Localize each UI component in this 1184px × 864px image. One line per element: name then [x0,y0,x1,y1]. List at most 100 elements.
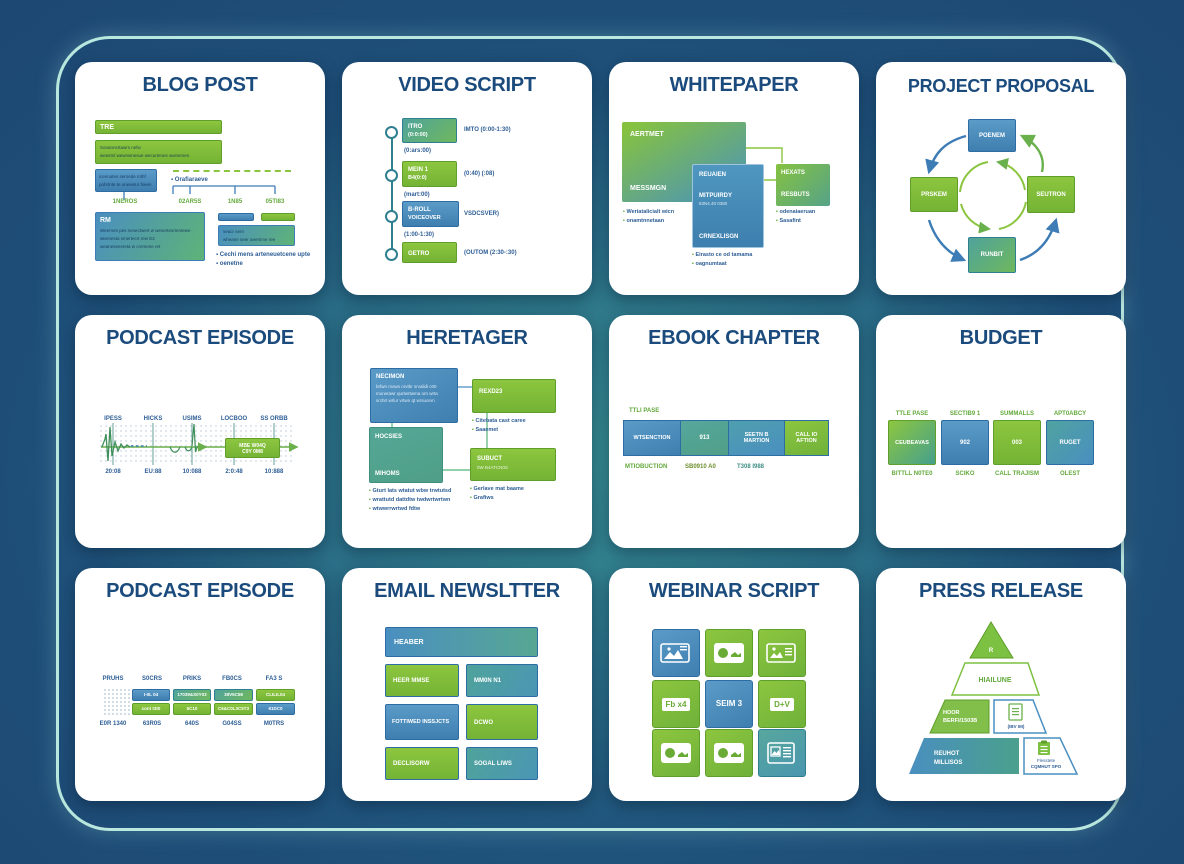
cell-label: HEER MMSE [393,678,430,684]
card-title: EBOOK CHAPTER [648,327,820,349]
grid-pill: 5C10 [173,703,211,715]
card-title: PODCAST EPISODE [106,327,294,349]
box-label: SEUTRON [1036,191,1066,198]
segment-call-to-action: CALL IO AFTION [784,421,828,455]
box-b-top-label: REUAIEN [699,172,727,178]
connector-lines [746,147,783,181]
timeline-node [385,248,398,261]
card-ebook-chapter[interactable]: EBOOK CHAPTER TTLI PASE WTSENCTION 913 S… [609,315,859,548]
discussion-block: DECLISORW [385,747,459,780]
card-title: BLOG POST [142,74,258,96]
timestamp-label: 20:08 [105,469,121,475]
cycle-arrows [925,134,1060,262]
card-webinar-script[interactable]: WEBINAR SCRIPT [609,568,859,801]
above-label: SECTIB9 1 [949,411,981,417]
card-video-script[interactable]: VIDEO SCRIPT ITRO (0:0:00) (0:ars:00) IM… [342,62,592,295]
bullet: Weriatalicialt wicn [623,209,674,216]
step-box-broll: B-ROLL VOICEOVER [402,201,459,227]
marker-line: C9Y 0M8 [242,449,263,455]
card-whitepaper[interactable]: WHITEPAPER AERTMET MESSMGN REUAIEN MITPU… [609,62,859,295]
header-label: HEABER [394,639,424,646]
card-title: WEBINAR SCRIPT [648,580,820,602]
about-label-line1: REUHOT [934,751,960,757]
bullet: wrattutd dattdtw twdwrtwrtwn [369,497,469,504]
cell-media [652,729,700,777]
callout-line: icennutes sernede mthf [99,174,146,179]
card-podcast-episode-waveform[interactable]: PODCAST EPISODE IPESS HICKS USIMS LOCBOO… [75,315,325,548]
cell-sem: SEIM 3 [705,680,753,728]
column-label: S0CRS [141,676,162,682]
step-caption: (0:ars:00) [404,148,432,154]
cell-label: MM0N N1 [474,678,502,684]
cell-contact-card [758,629,806,677]
marker-line: MBE W04Q [239,443,266,449]
segment-label: WTSENCTION [633,435,671,441]
card-heretager[interactable]: HERETAGER NECIMON brfwn mows orvtbr srva… [342,315,592,548]
card-title: EMAIL NEWSLTTER [374,580,560,602]
budget-box: RUNBIT [968,237,1016,273]
grid-pill: I-0L 04 [132,689,170,701]
bullet: onamtnnetaan [623,218,664,225]
hook-label-line2: BERFI/1503B [943,718,977,724]
callout-box: icennutes sernede mthf pohrtnte te onese… [95,169,157,192]
card-press-release[interactable]: PRESS RELEASE R HIAILUNE HOOR BERFI/1503… [876,568,1126,801]
side-line: wheane seer aeemme ree [223,237,276,242]
card-blog-post[interactable]: BLOG POST TRE Sonannsrtawrs nefw wewrts/… [75,62,325,295]
timeline-node [385,169,398,182]
methods-top-label: HOCSIES [375,434,403,440]
title-bar: TRE [95,120,222,134]
pill-label: I-0L 04 [143,692,159,697]
step-note: (0:40) (:08) [464,171,495,177]
pill-label: CLILIL04 [265,692,285,697]
step-note: VSDCSVER) [464,211,500,217]
grid-pill: 3IIV5C58 [214,689,253,701]
card-podcast-episode-grid[interactable]: PODCAST EPISODE PRUHS S0CRS PRIKS FB0CS … [75,568,325,801]
render-box: REXD23 [472,379,556,413]
card-title: PROJECT PROPOSAL [907,76,1095,96]
methods-box: HOCSIES MIHOMS [369,427,443,483]
card-project-proposal[interactable]: PROJECT PROPOSAL POENEM PRSKEM [876,62,1126,295]
box-label: POENEM [978,132,1005,139]
presentation-slide-icon [660,643,690,663]
step-label: MEIN 1 [408,167,429,173]
timestamp-label: EU:88 [144,469,162,475]
tree-connector-lines [123,185,276,200]
below-label: CALL TRAJISM [995,471,1039,477]
step-box-outro: GETRO [402,242,457,263]
box-label: RUNBIT [980,252,1004,258]
problem-top-box: POENEM [968,119,1016,152]
fb-label: Fb x4 [661,697,691,711]
segment-label: USIMS [182,416,202,422]
box-b-mid-sub: 83N4.40 0380 [699,201,728,206]
problem-left-box: PRSKEM [910,177,958,212]
step-label: B-ROLL [408,207,431,213]
branch-label: 1N85 [227,199,243,205]
cell-video: D+V [758,680,806,728]
cell-fb: Fb x4 [652,680,700,728]
body-line: weaneseesreta w cremene ret [100,244,161,249]
body-line: Weernes pes nesectwert w wesertesrtentew… [100,228,191,233]
results-label-top: HEXATS [781,170,805,176]
card-title: HERETAGER [406,327,528,349]
callout-line: pohrtnte te onesetur fseen [99,182,152,187]
below-label: T308 I988 [737,464,765,470]
media-play-icon [714,743,744,763]
article-icon [767,742,795,764]
apex-glyph: R [989,648,994,654]
bullet: oagnumtaat [692,261,726,268]
methodology-box: REUAIEN MITPUIRDY 83N4.40 0380 CRNEXLISG… [692,164,764,248]
media-play-icon [714,643,744,663]
message-pyramid: R HIAILUNE HOOR BERFI/1503B (IBV IM) REU… [909,621,1079,775]
segment-label: MARTION [743,438,770,444]
bottom-label: M0TRS [263,721,285,727]
methods-bottom-label: MIHOMS [375,471,400,477]
title-bar-label: TRE [100,124,114,131]
doc-caption: (IBV IM) [1008,724,1025,729]
bullet-note: Cechi mens arteneuetcene upte [216,251,316,259]
card-budget[interactable]: BUDGET TTLE PASE SECTIB9 1 SUMMALLS APT0… [876,315,1126,548]
demo-block: DCWO [466,704,538,740]
card-email-newsletter[interactable]: EMAIL NEWSLTTER HEABER HEER MMSE MM0N N1… [342,568,592,801]
timeline-line [391,132,393,254]
social-links-block: SOGAL LIWS [466,747,538,780]
paragraph-bar: Sonannsrtawrs nefw wewrts/ wewnwnesue we… [95,140,222,164]
